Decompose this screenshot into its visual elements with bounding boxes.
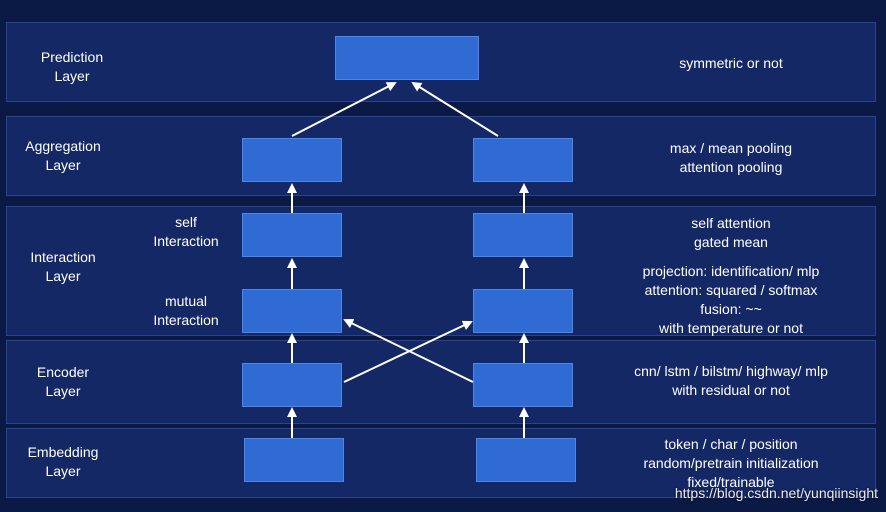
embedding-box-left bbox=[244, 438, 344, 482]
mutual-interaction-box-left bbox=[242, 289, 342, 333]
embedding-box-right bbox=[476, 438, 576, 482]
band-aggregation bbox=[6, 116, 876, 196]
arrow-aggregation-to-prediction-right bbox=[411, 81, 499, 137]
watermark: https://blog.csdn.net/yunqiinsight bbox=[674, 485, 878, 501]
note-prediction: symmetric or not bbox=[679, 55, 783, 71]
self-interaction-box-left bbox=[242, 213, 342, 257]
band-encoder bbox=[6, 340, 876, 424]
aggregation-box-left bbox=[242, 138, 342, 182]
encoder-box-left bbox=[242, 363, 342, 407]
arrow-aggregation-to-prediction-left bbox=[291, 82, 397, 137]
encoder-box-right bbox=[473, 363, 573, 407]
mutual-interaction-box-right bbox=[473, 289, 573, 333]
band-embedding bbox=[6, 428, 876, 498]
aggregation-box-right bbox=[473, 138, 573, 182]
arrow-cross-left-to-right bbox=[343, 320, 473, 383]
self-interaction-box-right bbox=[473, 213, 573, 257]
arrow-cross-right-to-left bbox=[343, 318, 474, 383]
prediction-box bbox=[335, 36, 479, 80]
